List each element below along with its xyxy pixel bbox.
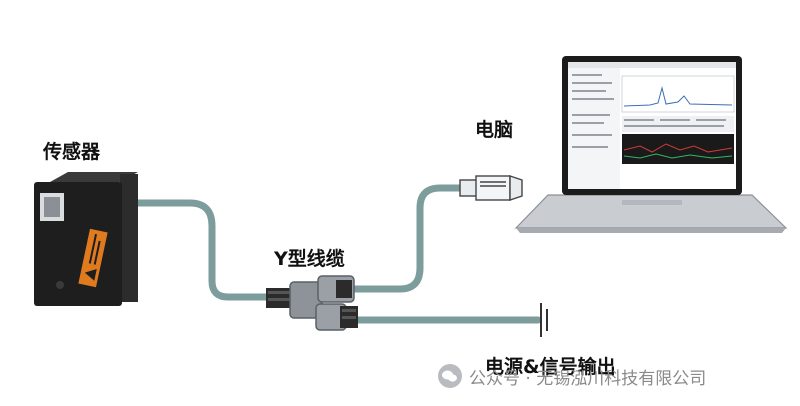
y-cable-label: Y型线缆 <box>274 248 345 270</box>
wechat-icon <box>438 364 462 388</box>
signal-plot <box>621 75 735 113</box>
laptop <box>514 56 788 233</box>
ground-symbol <box>540 303 548 337</box>
sensor-device <box>34 172 138 306</box>
computer-label: 电脑 <box>475 119 514 141</box>
power-signal-label: 电源&信号输出 <box>485 356 616 378</box>
warning-label <box>78 228 108 288</box>
y-splitter <box>266 275 358 331</box>
watermark: 公众号 · 无锡泓川科技有限公司 <box>437 362 706 390</box>
computer-cable <box>348 184 466 293</box>
cables <box>134 184 542 324</box>
rj45-plug-icon <box>459 175 523 201</box>
watermark-text: 公众号 · 无锡泓川科技有限公司 <box>469 368 707 389</box>
sensor-cable <box>134 199 272 301</box>
sensor-label: 传感器 <box>43 141 101 163</box>
